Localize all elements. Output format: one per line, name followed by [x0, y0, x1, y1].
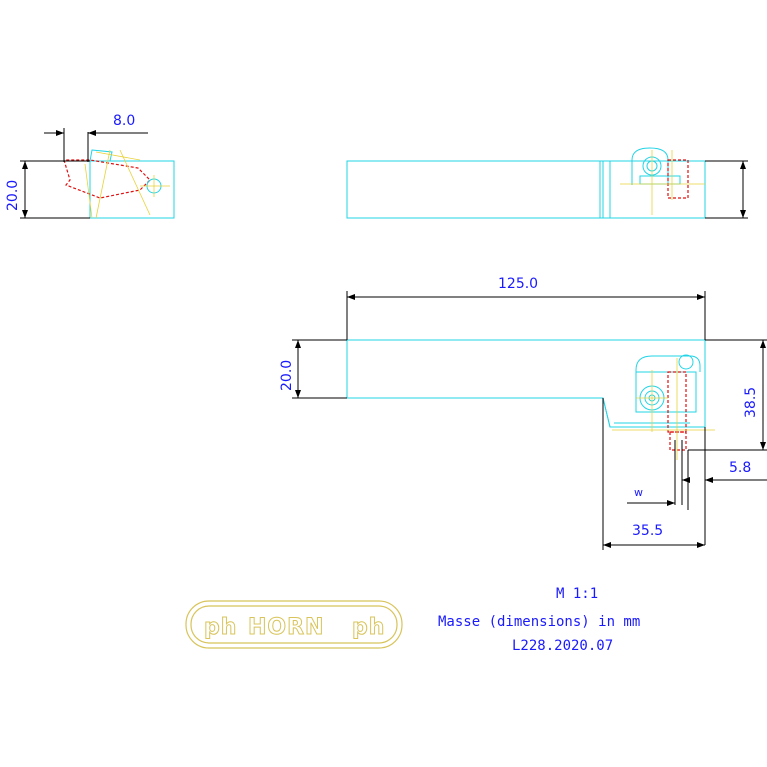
- dim-top-left-width-label: 8.0: [113, 113, 135, 129]
- dim-overall-length: 125.0: [346, 276, 706, 340]
- dim-width-symbol-label: w: [634, 486, 643, 499]
- dim-total-height: 38.5: [688, 339, 767, 451]
- dim-head-length: 35.5: [602, 398, 705, 550]
- dim-top-view-height: [705, 160, 748, 219]
- horn-logo: ph HORN ph: [185, 600, 403, 649]
- dim-shank-height-label: 20.0: [279, 360, 295, 391]
- dim-width-symbol: w: [627, 440, 690, 506]
- dim-top-left-height: 20.0: [5, 160, 90, 219]
- dim-offset-label: 5.8: [729, 460, 751, 476]
- front-view: [346, 339, 715, 460]
- logo-mark-left: ph: [204, 615, 237, 640]
- dim-top-left-width: 8.0: [44, 113, 148, 162]
- dim-total-height-label: 38.5: [743, 387, 759, 418]
- logo-wordmark: HORN: [248, 615, 324, 640]
- dim-overall-length-label: 125.0: [498, 276, 538, 292]
- end-view: [63, 149, 175, 219]
- logo-mark-right: ph: [352, 615, 385, 640]
- dim-shank-height: 20.0: [279, 339, 347, 399]
- scale-note: M 1:1: [556, 586, 598, 602]
- units-note: Masse (dimensions) in mm: [438, 614, 640, 630]
- dim-head-length-label: 35.5: [632, 523, 663, 539]
- title-notes: M 1:1 Masse (dimensions) in mm L228.2020…: [438, 586, 640, 654]
- dim-offset: 5.8: [687, 427, 767, 545]
- top-view: [346, 147, 706, 219]
- part-number: L228.2020.07: [512, 638, 613, 654]
- dim-top-left-height-label: 20.0: [5, 180, 21, 211]
